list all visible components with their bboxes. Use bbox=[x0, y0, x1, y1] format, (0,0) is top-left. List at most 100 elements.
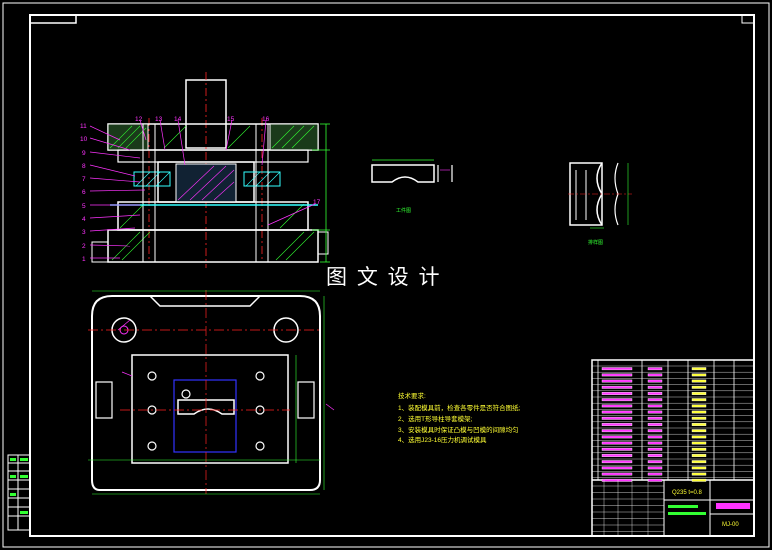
callout-7: 7 bbox=[82, 176, 86, 183]
bom-row-text bbox=[647, 447, 663, 451]
bom-row-text bbox=[647, 373, 663, 377]
bom-row-text bbox=[601, 398, 633, 402]
callout-3: 3 bbox=[82, 229, 86, 236]
callout-5: 5 bbox=[82, 203, 86, 210]
bom-row-text bbox=[691, 410, 707, 414]
bom-row-text bbox=[601, 373, 633, 377]
left-revision-table bbox=[7, 454, 31, 531]
bom-row-text bbox=[601, 472, 633, 476]
callout-11: 11 bbox=[80, 123, 87, 130]
bom-row-text bbox=[691, 367, 707, 371]
callout-6: 6 bbox=[82, 189, 86, 196]
bom-row-text bbox=[691, 466, 707, 470]
bom-row-text bbox=[691, 460, 707, 464]
bom-row-text bbox=[647, 441, 663, 445]
bom-row-text bbox=[647, 392, 663, 395]
callout-13: 13 bbox=[155, 116, 163, 123]
tech-note-3: 3、安装模具时保证凸模与凹模的间隙均匀 bbox=[398, 425, 519, 434]
bom-row-text bbox=[691, 454, 707, 457]
bom-row-text bbox=[691, 385, 707, 389]
callout-labels-top: 12 13 14 15 16 17 bbox=[135, 116, 321, 206]
callout-leaders bbox=[89, 119, 316, 259]
bom-row-text bbox=[601, 367, 633, 371]
bom-row-text bbox=[601, 454, 633, 457]
bom-row-text bbox=[647, 423, 663, 426]
bom-row-text bbox=[601, 423, 633, 426]
bom-row-text bbox=[647, 398, 663, 402]
bom-row-text bbox=[691, 398, 707, 402]
bom-row-text bbox=[647, 367, 663, 371]
workpiece-label: 工件图 bbox=[396, 207, 411, 214]
bom-row-text bbox=[691, 373, 707, 377]
bom-row-text bbox=[691, 416, 707, 420]
bom-row-text bbox=[647, 385, 663, 389]
workpiece-view: 工件图 bbox=[371, 159, 453, 214]
bom-row-text bbox=[647, 429, 663, 433]
tech-note-4: 4、选用J23-16压力机调试模具 bbox=[398, 435, 487, 444]
callout-2: 2 bbox=[82, 243, 86, 250]
bom-row-text bbox=[691, 447, 707, 451]
bom-row-text bbox=[647, 416, 663, 420]
top-left-tab bbox=[29, 14, 77, 24]
bom-row-text bbox=[601, 416, 633, 420]
bom-row-text bbox=[647, 466, 663, 470]
callout-9: 9 bbox=[82, 150, 86, 157]
tech-note-2: 2、选用T形导柱导套模架; bbox=[398, 414, 473, 423]
die-section-view bbox=[91, 72, 330, 268]
bom-row-text bbox=[647, 460, 663, 464]
die-plan-view bbox=[88, 290, 335, 495]
bom-row-text bbox=[647, 410, 663, 414]
bom-row-text bbox=[601, 410, 633, 414]
callout-8: 8 bbox=[82, 163, 86, 170]
bom-row-text bbox=[601, 441, 633, 445]
bom-row-text bbox=[691, 423, 707, 426]
bom-row-text bbox=[647, 472, 663, 476]
bom-row-text bbox=[647, 404, 663, 408]
callout-15: 15 bbox=[227, 116, 235, 123]
title-block-drawing-no: MJ-00 bbox=[722, 522, 739, 528]
bom-row-text bbox=[601, 460, 633, 464]
bom-row-text bbox=[647, 478, 663, 482]
bom-row-text bbox=[691, 392, 707, 395]
callout-14: 14 bbox=[174, 116, 182, 123]
callout-1: 1 bbox=[82, 256, 86, 263]
bom-row-text bbox=[601, 435, 633, 439]
bom-row-text bbox=[691, 379, 707, 383]
strip-layout-label: 排样图 bbox=[588, 239, 603, 246]
bom-row-text bbox=[691, 435, 707, 439]
callout-16: 16 bbox=[262, 116, 270, 123]
callout-12: 12 bbox=[135, 116, 143, 123]
bom-row-text bbox=[691, 429, 707, 433]
callout-labels-left: 11 10 9 8 7 6 5 4 3 2 1 bbox=[80, 123, 88, 263]
bom-row-text bbox=[647, 379, 663, 383]
tech-notes-title: 技术要求: bbox=[398, 391, 426, 400]
callout-10: 10 bbox=[80, 136, 88, 143]
bom-row-text bbox=[647, 435, 663, 439]
bom-row-text bbox=[601, 447, 633, 451]
tech-note-1: 1、装配模具前，检查各零件是否符合图纸; bbox=[398, 403, 521, 412]
sheet-inner-border bbox=[29, 14, 755, 537]
callout-17: 17 bbox=[313, 199, 321, 206]
watermark-text: 图 文 设 计 bbox=[326, 266, 442, 289]
bom-row-text bbox=[691, 478, 707, 482]
tech-notes: 技术要求: 1、装配模具前，检查各零件是否符合图纸; 2、选用T形导柱导套模架;… bbox=[398, 391, 521, 444]
bom-row-text bbox=[601, 379, 633, 383]
bom-row-text bbox=[691, 472, 707, 476]
strip-layout-view: 排样图 bbox=[568, 162, 632, 246]
bom-row-text bbox=[601, 429, 633, 433]
bom-row-text bbox=[601, 478, 633, 482]
bom-row-text bbox=[601, 404, 633, 408]
callout-4: 4 bbox=[82, 216, 86, 223]
bom-row-text bbox=[601, 466, 633, 470]
bom-row-text bbox=[691, 441, 707, 445]
bom-row-text bbox=[647, 454, 663, 457]
title-block bbox=[591, 359, 755, 537]
bom-row-text bbox=[691, 404, 707, 408]
top-right-tab bbox=[741, 14, 755, 24]
bom-row-text bbox=[601, 392, 633, 395]
title-block-spec: Q235 t=0.8 bbox=[672, 490, 703, 496]
bom-row-text bbox=[601, 385, 633, 389]
